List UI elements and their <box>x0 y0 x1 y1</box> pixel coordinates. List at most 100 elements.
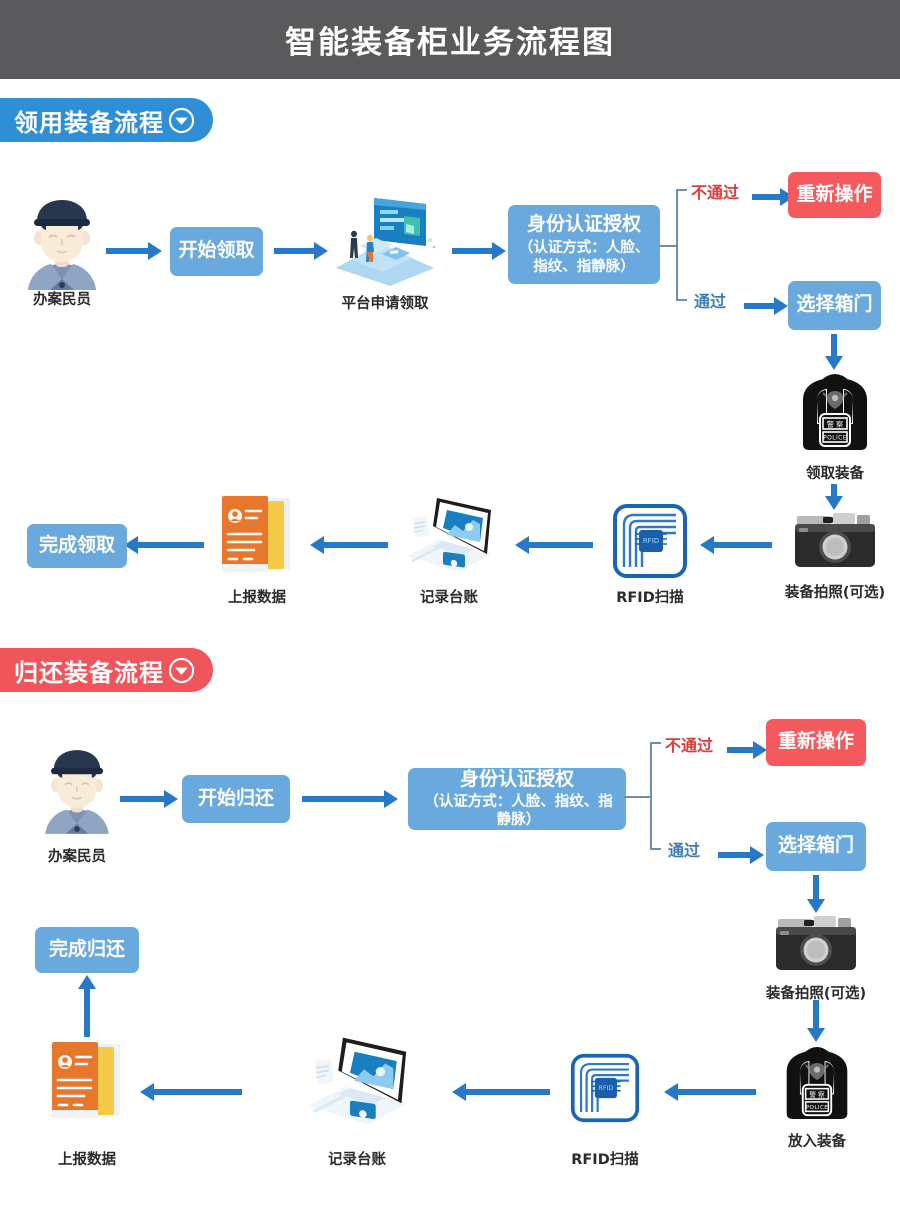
flow1-platform <box>330 190 440 286</box>
arrow-pass-to-select-flow2 <box>718 846 764 864</box>
document-report-icon <box>222 496 290 572</box>
section-header-label-flow-1: 领用装备流程 <box>14 108 164 137</box>
flow2-ledger <box>302 1033 412 1129</box>
flow2-branch-bracket <box>624 742 662 850</box>
arrow-start-to-platform-flow1 <box>274 241 328 261</box>
backpack-badge-en: POLICE <box>823 435 847 442</box>
arrow-camera-to-rfid-flow1 <box>700 535 772 555</box>
flow1-report-caption: 上报数据 <box>228 590 286 606</box>
flow2-rfid: RFID <box>570 1053 640 1123</box>
arrow-rfid-to-ledger-flow1 <box>515 535 593 555</box>
flow1-select-door-box[interactable]: 选择箱门 <box>788 281 881 330</box>
arrow-backpack-to-camera-flow1 <box>824 484 844 510</box>
flow2-retry-box[interactable]: 重新操作 <box>766 719 866 766</box>
rfid-chip-label: RFID <box>643 537 659 545</box>
arrow-start-to-auth-flow2 <box>302 789 398 809</box>
camera-icon <box>795 513 875 567</box>
arrow-rfid-to-ledger-flow2 <box>452 1082 550 1102</box>
flow2-branch-pass-label: 通过 <box>668 841 701 860</box>
police-officer-avatar-icon <box>45 750 109 834</box>
page-title: 智能装备柜业务流程图 <box>285 25 615 61</box>
arrow-actor-to-start-flow2 <box>120 789 178 809</box>
flow1-branch-pass-label: 通过 <box>694 292 727 311</box>
section-header-flow-2[interactable]: 归还装备流程 <box>0 648 213 692</box>
arrow-select-to-backpack-flow1 <box>824 334 844 370</box>
flow2-start-box[interactable]: 开始归还 <box>182 775 290 823</box>
arrow-report-to-finish-flow2 <box>77 975 97 1037</box>
flow2-finish-box-label: 完成归还 <box>48 938 125 960</box>
flow2-auth-box-title: 身份认证授权 <box>459 768 574 790</box>
flow2-actor-caption: 办案民员 <box>48 849 106 865</box>
flow2-backpack: 警 察 POLICE <box>781 1042 853 1122</box>
police-backpack-icon: 警 察 POLICE <box>786 1046 848 1119</box>
flow2-select-door-box[interactable]: 选择箱门 <box>766 822 866 871</box>
arrow-actor-to-start-flow1 <box>106 241 162 261</box>
flow1-platform-caption: 平台申请领取 <box>341 296 429 312</box>
police-officer-avatar-icon <box>28 200 96 290</box>
arrow-report-to-finish-flow1 <box>124 535 204 555</box>
flow1-backpack-caption: 领取装备 <box>806 466 864 482</box>
section-header-flow-1[interactable]: 领用装备流程 <box>0 98 213 142</box>
arrow-backpack-to-rfid-flow2 <box>664 1082 756 1102</box>
flow1-actor <box>20 198 104 290</box>
backpack-badge-en: POLICE <box>806 1105 829 1111</box>
flow2-select-door-box-label: 选择箱门 <box>777 835 854 857</box>
chevron-down-circle-icon[interactable] <box>168 107 195 134</box>
flow1-retry-box-label: 重新操作 <box>796 183 873 205</box>
flow1-camera-caption: 装备拍照(可选) <box>784 585 886 601</box>
chevron-down-circle-icon[interactable] <box>168 657 195 684</box>
flow1-branch-bracket <box>660 189 688 301</box>
flow1-auth-box-subtitle: （认证方式：人脸、指纹、指静脉） <box>518 240 650 275</box>
rfid-chip-label: RFID <box>598 1084 613 1092</box>
flow2-rfid-caption: RFID扫描 <box>571 1152 639 1168</box>
arrow-camera-to-backpack-flow2 <box>806 1000 826 1042</box>
flow1-finish-box-label: 完成领取 <box>38 534 115 556</box>
flow2-auth-box[interactable]: 身份认证授权 （认证方式：人脸、指纹、指静脉） <box>408 768 626 830</box>
laptop-chart-icon <box>307 1037 407 1125</box>
flow1-ledger <box>403 494 495 576</box>
flow2-report-caption: 上报数据 <box>58 1152 116 1168</box>
flow1-auth-box[interactable]: 身份认证授权 （认证方式：人脸、指纹、指静脉） <box>508 205 660 284</box>
arrow-ledger-to-report-flow1 <box>310 535 388 555</box>
flow2-start-box-label: 开始归还 <box>197 787 274 809</box>
arrow-ledger-to-report-flow2 <box>140 1082 242 1102</box>
platform-dashboard-icon <box>336 198 436 286</box>
arrow-fail-to-retry-flow2 <box>727 741 767 759</box>
flow2-backpack-caption: 放入装备 <box>788 1134 846 1150</box>
arrow-select-to-camera-flow2 <box>806 875 826 913</box>
flow2-camera <box>774 913 858 975</box>
police-backpack-icon: 警 察 POLICE <box>803 374 867 450</box>
camera-icon <box>776 916 856 970</box>
arrow-platform-to-auth-flow1 <box>452 241 506 261</box>
flow1-select-door-box-label: 选择箱门 <box>796 294 873 316</box>
flow2-ledger-caption: 记录台账 <box>328 1152 386 1168</box>
flow1-finish-box[interactable]: 完成领取 <box>27 524 127 568</box>
section-header-label-flow-2: 归还装备流程 <box>14 658 164 687</box>
flow2-camera-caption: 装备拍照(可选) <box>765 986 867 1002</box>
flow1-rfid: RFID <box>612 503 688 579</box>
rfid-tag-icon: RFID <box>570 1053 640 1123</box>
document-report-icon <box>52 1042 120 1118</box>
flow1-start-box-label: 开始领取 <box>178 240 255 262</box>
flow1-camera <box>793 510 877 572</box>
rfid-tag-icon: RFID <box>613 504 687 578</box>
flow2-auth-box-subtitle: （认证方式：人脸、指纹、指静脉） <box>424 793 613 829</box>
backpack-badge-cn: 警 察 <box>809 1090 825 1099</box>
flow2-retry-box-label: 重新操作 <box>777 731 854 753</box>
flow2-branch-fail-label: 不通过 <box>665 736 714 755</box>
flow2-finish-box[interactable]: 完成归还 <box>35 927 139 973</box>
flow1-rfid-caption: RFID扫描 <box>616 590 684 606</box>
flow1-report <box>218 494 296 576</box>
backpack-badge-cn: 警 察 <box>827 420 843 429</box>
flow1-actor-caption: 办案民员 <box>33 292 91 308</box>
flow1-backpack: 警 察 POLICE <box>797 370 873 452</box>
flow1-retry-box[interactable]: 重新操作 <box>788 172 881 218</box>
flow1-auth-box-title: 身份认证授权 <box>526 213 641 235</box>
flow2-report <box>48 1040 126 1122</box>
flow2-actor <box>38 748 116 834</box>
flow1-branch-fail-label: 不通过 <box>691 183 740 202</box>
arrow-pass-to-select-flow1 <box>744 297 788 315</box>
laptop-chart-icon <box>407 498 491 572</box>
flow1-start-box[interactable]: 开始领取 <box>170 227 263 276</box>
page-header: 智能装备柜业务流程图 <box>0 0 900 79</box>
